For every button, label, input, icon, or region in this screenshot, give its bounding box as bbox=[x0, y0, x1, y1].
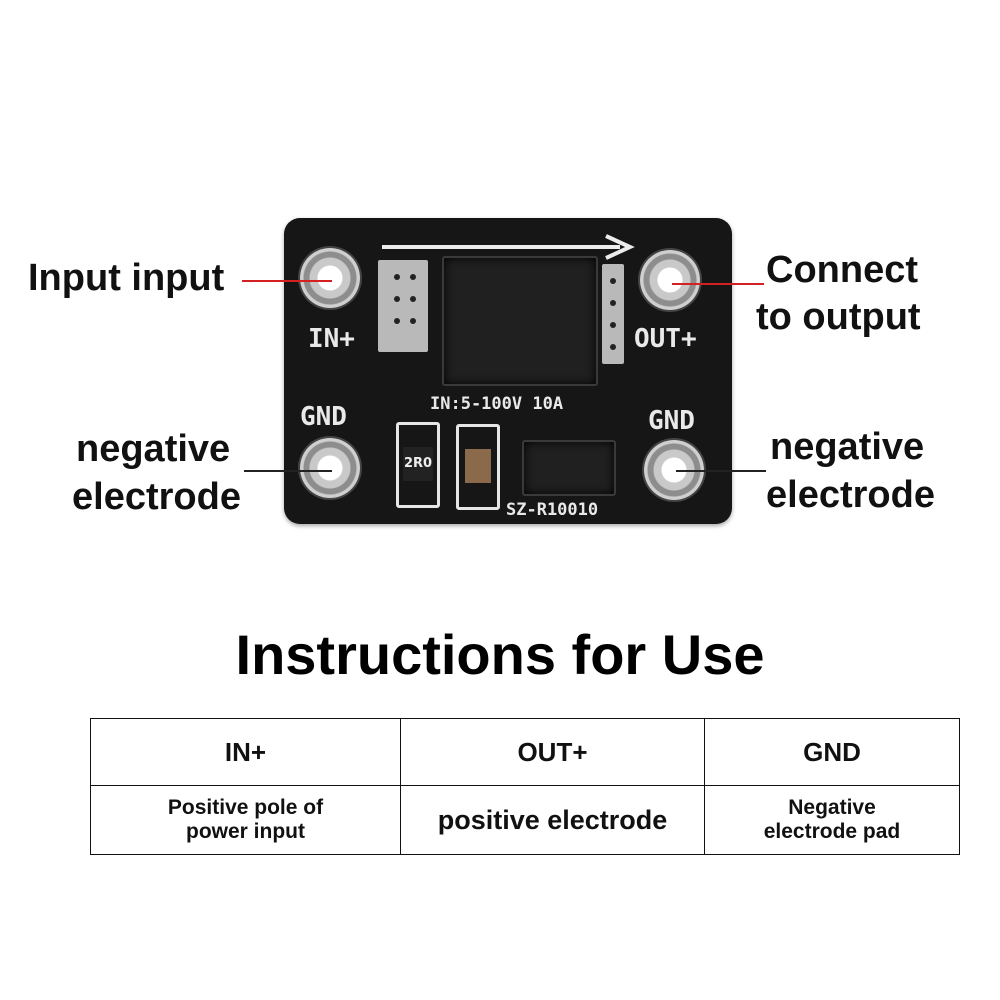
desc-gnd-line1: Negative bbox=[788, 796, 876, 819]
header-gnd: GND bbox=[704, 718, 960, 786]
smd-resistor: 2R0 bbox=[396, 422, 440, 508]
gnd-left-pad bbox=[300, 438, 360, 498]
callout-neg-right-line2: electrode bbox=[766, 474, 935, 516]
callout-neg-left-line bbox=[244, 470, 332, 472]
pcb-board: IN+ OUT+ GND GND IN:5-100V 10A SZ-R10010… bbox=[284, 218, 732, 524]
desc-out-plus: positive electrode bbox=[400, 785, 705, 855]
silk-gnd-left: GND bbox=[300, 402, 347, 432]
direction-arrow-icon bbox=[382, 234, 635, 260]
desc-gnd-line2: electrode pad bbox=[763, 820, 901, 843]
callout-neg-right-line1: negative bbox=[770, 426, 925, 468]
desc-gnd: Negative electrode pad bbox=[704, 785, 960, 855]
header-out-plus: OUT+ bbox=[400, 718, 705, 786]
power-mosfet-chip bbox=[442, 256, 598, 386]
callout-output-line1: Connect bbox=[766, 249, 918, 291]
callout-output-line bbox=[672, 283, 764, 285]
silk-out-plus: OUT+ bbox=[634, 324, 697, 354]
page-title: Instructions for Use bbox=[235, 623, 765, 686]
instructions-table: IN+ OUT+ GND Positive pole of power inpu… bbox=[90, 718, 960, 855]
out-plus-pad bbox=[640, 250, 700, 310]
silk-model: SZ-R10010 bbox=[506, 500, 599, 520]
silk-gnd-right: GND bbox=[648, 406, 695, 436]
callout-neg-left-line2: electrode bbox=[72, 476, 241, 518]
sop8-chip bbox=[522, 440, 616, 496]
callout-output-line2: to output bbox=[756, 296, 921, 338]
desc-in-plus: Positive pole of power input bbox=[90, 785, 401, 855]
table-row: Positive pole of power input positive el… bbox=[90, 785, 960, 855]
right-terminal-pad bbox=[602, 264, 624, 364]
desc-in-plus-line2: power input bbox=[186, 820, 305, 843]
callout-input: Input input bbox=[28, 257, 225, 299]
callout-input-line bbox=[242, 280, 332, 282]
resistor-code: 2R0 bbox=[403, 447, 433, 481]
desc-in-plus-line1: Positive pole of bbox=[167, 796, 324, 819]
table-header-row: IN+ OUT+ GND bbox=[90, 718, 960, 786]
smd-capacitor bbox=[456, 424, 500, 510]
left-terminal-pad bbox=[378, 260, 428, 352]
silk-rating: IN:5-100V 10A bbox=[430, 394, 564, 414]
callout-neg-left-line1: negative bbox=[76, 428, 231, 470]
callout-neg-right-line bbox=[676, 470, 766, 472]
in-plus-pad bbox=[300, 248, 360, 308]
silk-in-plus: IN+ bbox=[308, 324, 355, 354]
header-in-plus: IN+ bbox=[90, 718, 401, 786]
